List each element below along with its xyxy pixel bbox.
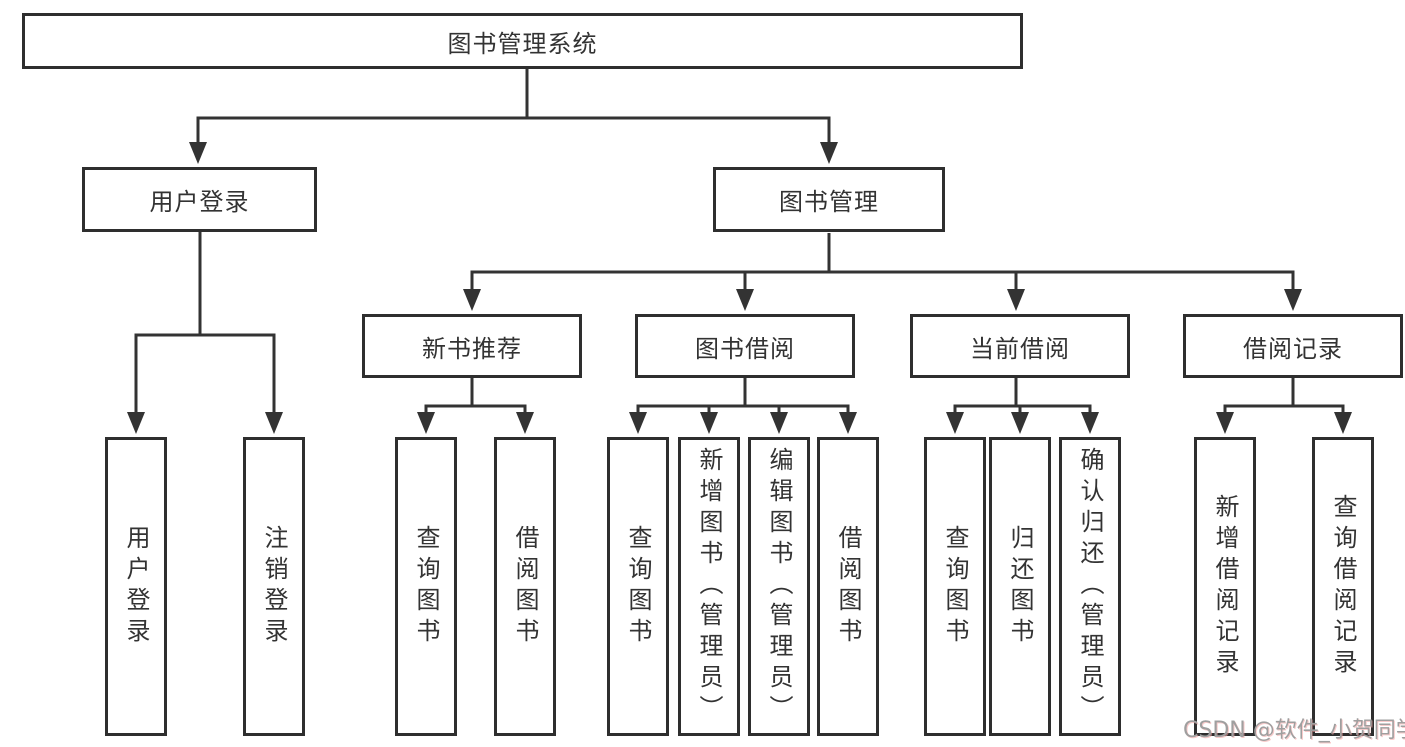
node-borrow-books-newbook: 借阅图书 xyxy=(494,437,556,736)
node-add-borrow-record-label: 新增借阅记录 xyxy=(1211,493,1239,680)
node-borrowing-records-label: 借阅记录 xyxy=(1243,334,1343,363)
node-confirm-return-admin: 确认归还（管理员） xyxy=(1059,437,1121,736)
node-logout: 注销登录 xyxy=(243,437,305,736)
node-book-management: 图书管理 xyxy=(713,167,945,232)
node-confirm-return-admin-label: 确认归还（管理员） xyxy=(1076,447,1104,726)
node-book-borrowing-label: 图书借阅 xyxy=(695,334,795,363)
node-current-borrowing: 当前借阅 xyxy=(910,314,1130,378)
node-edit-books-admin: 编辑图书（管理员） xyxy=(748,437,810,736)
arrowhead-icon xyxy=(1011,412,1029,434)
node-query-books-current-label: 查询图书 xyxy=(941,524,969,649)
arrowhead-icon xyxy=(946,412,964,434)
arrowhead-icon xyxy=(189,142,207,164)
node-return-books: 归还图书 xyxy=(989,437,1051,736)
node-borrow-books: 借阅图书 xyxy=(817,437,879,736)
watermark: CSDN @软件_小贺同学 xyxy=(1183,718,1405,743)
arrowhead-icon xyxy=(1081,412,1099,434)
node-book-borrowing: 图书借阅 xyxy=(635,314,855,378)
arrowhead-icon xyxy=(629,412,647,434)
arrowhead-icon xyxy=(516,412,534,434)
node-add-books-admin: 新增图书（管理员） xyxy=(678,437,740,736)
arrowhead-icon xyxy=(700,412,718,434)
node-query-borrow-record: 查询借阅记录 xyxy=(1312,437,1374,736)
node-borrowing-records: 借阅记录 xyxy=(1183,314,1403,378)
arrowhead-icon xyxy=(1216,412,1234,434)
arrowhead-icon xyxy=(417,412,435,434)
node-library-management-system-label: 图书管理系统 xyxy=(447,29,598,58)
arrowhead-icon xyxy=(127,412,145,434)
node-query-books-newbook: 查询图书 xyxy=(395,437,457,736)
node-current-borrowing-label: 当前借阅 xyxy=(970,334,1070,363)
node-query-books-current: 查询图书 xyxy=(924,437,986,736)
arrowhead-icon xyxy=(265,412,283,434)
node-user-login: 用户登录 xyxy=(82,167,317,232)
node-edit-books-admin-label: 编辑图书（管理员） xyxy=(765,447,793,726)
node-borrow-books-newbook-label: 借阅图书 xyxy=(511,524,539,649)
arrowheads xyxy=(127,142,1352,434)
arrowhead-icon xyxy=(820,142,838,164)
node-new-book-recommendation-label: 新书推荐 xyxy=(422,334,522,363)
arrowhead-icon xyxy=(463,289,481,311)
arrowhead-icon xyxy=(1284,289,1302,311)
arrowhead-icon xyxy=(1007,289,1025,311)
arrowhead-icon xyxy=(839,412,857,434)
node-user-login-leaf-label: 用户登录 xyxy=(122,524,150,649)
node-add-borrow-record: 新增借阅记录 xyxy=(1194,437,1256,736)
node-query-books-borrowing-label: 查询图书 xyxy=(624,524,652,649)
arrowhead-icon xyxy=(1334,412,1352,434)
node-user-login-label: 用户登录 xyxy=(149,188,250,216)
node-book-management-label: 图书管理 xyxy=(779,188,879,216)
node-query-books-borrowing: 查询图书 xyxy=(607,437,669,736)
node-return-books-label: 归还图书 xyxy=(1006,524,1034,649)
node-library-management-system: 图书管理系统 xyxy=(22,13,1023,69)
arrowhead-icon xyxy=(736,289,754,311)
node-query-borrow-record-label: 查询借阅记录 xyxy=(1329,493,1357,680)
node-user-login-leaf: 用户登录 xyxy=(105,437,167,736)
node-query-books-newbook-label: 查询图书 xyxy=(412,524,440,649)
node-add-books-admin-label: 新增图书（管理员） xyxy=(695,447,723,726)
node-borrow-books-label: 借阅图书 xyxy=(834,524,862,649)
node-logout-label: 注销登录 xyxy=(260,524,288,649)
arrowhead-icon xyxy=(770,412,788,434)
node-new-book-recommendation: 新书推荐 xyxy=(362,314,582,378)
